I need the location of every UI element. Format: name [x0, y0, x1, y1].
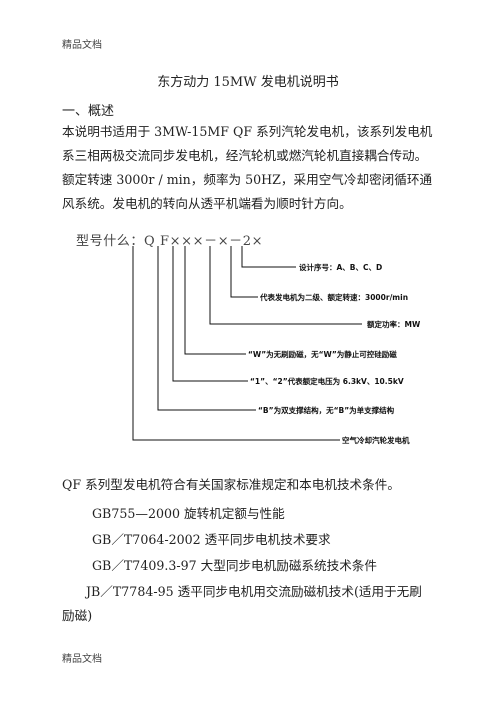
leader-power	[209, 246, 362, 325]
label-voltage: “1”、“2”代表额定电压为 6.3kV、10.5kV	[250, 376, 404, 386]
label-generator: 空气冷却汽轮发电机	[342, 435, 410, 445]
label-speed: 代表发电机为二级、额定转速：3000r/min	[259, 292, 408, 302]
standard-item: GB／T7064-2002 透平同步电机技术要求	[92, 532, 331, 547]
label-excitation: “W”为无刷励磁，无“W”为静止可控硅励磁	[248, 349, 397, 359]
label-design-seq: 设计序号：A、B、C、D	[299, 262, 382, 272]
standard-item: JB／T7784-95 透平同步电机用交流励磁机技术(适用于无刷	[86, 584, 422, 599]
leader-support	[157, 246, 256, 411]
standard-item: GB755—2000 旋转机定额与性能	[92, 506, 285, 521]
label-support: “B”为双支撑结构，无“B”为单支撑结构	[258, 405, 395, 415]
standards-intro: QF 系列型发电机符合有关国家标准规定和本电机技术条件。	[62, 477, 400, 492]
page-footer: 精品文档	[62, 654, 102, 665]
leader-generator	[132, 246, 340, 441]
standard-item-continued: 励磁)	[62, 608, 93, 623]
standard-item: GB／T7409.3-97 大型同步电机励磁系统技术条件	[92, 558, 377, 573]
leader-excitation	[184, 246, 246, 355]
section-heading: 一、概述	[62, 104, 115, 119]
document-title: 东方动力 15MW 发电机说明书	[157, 75, 339, 90]
label-power: 额定功率：MW	[367, 319, 421, 329]
leader-voltage	[172, 246, 248, 382]
model-code: 型号什么：Q F×××－×－2×	[76, 234, 264, 249]
leader-design-seq	[241, 246, 296, 268]
leader-speed	[230, 246, 258, 298]
overview-paragraph: 本说明书适用于 3MW-15MF QF 系列汽轮发电机，该系列发电机系三相两极交…	[62, 124, 433, 211]
page-header: 精品文档	[62, 40, 102, 51]
